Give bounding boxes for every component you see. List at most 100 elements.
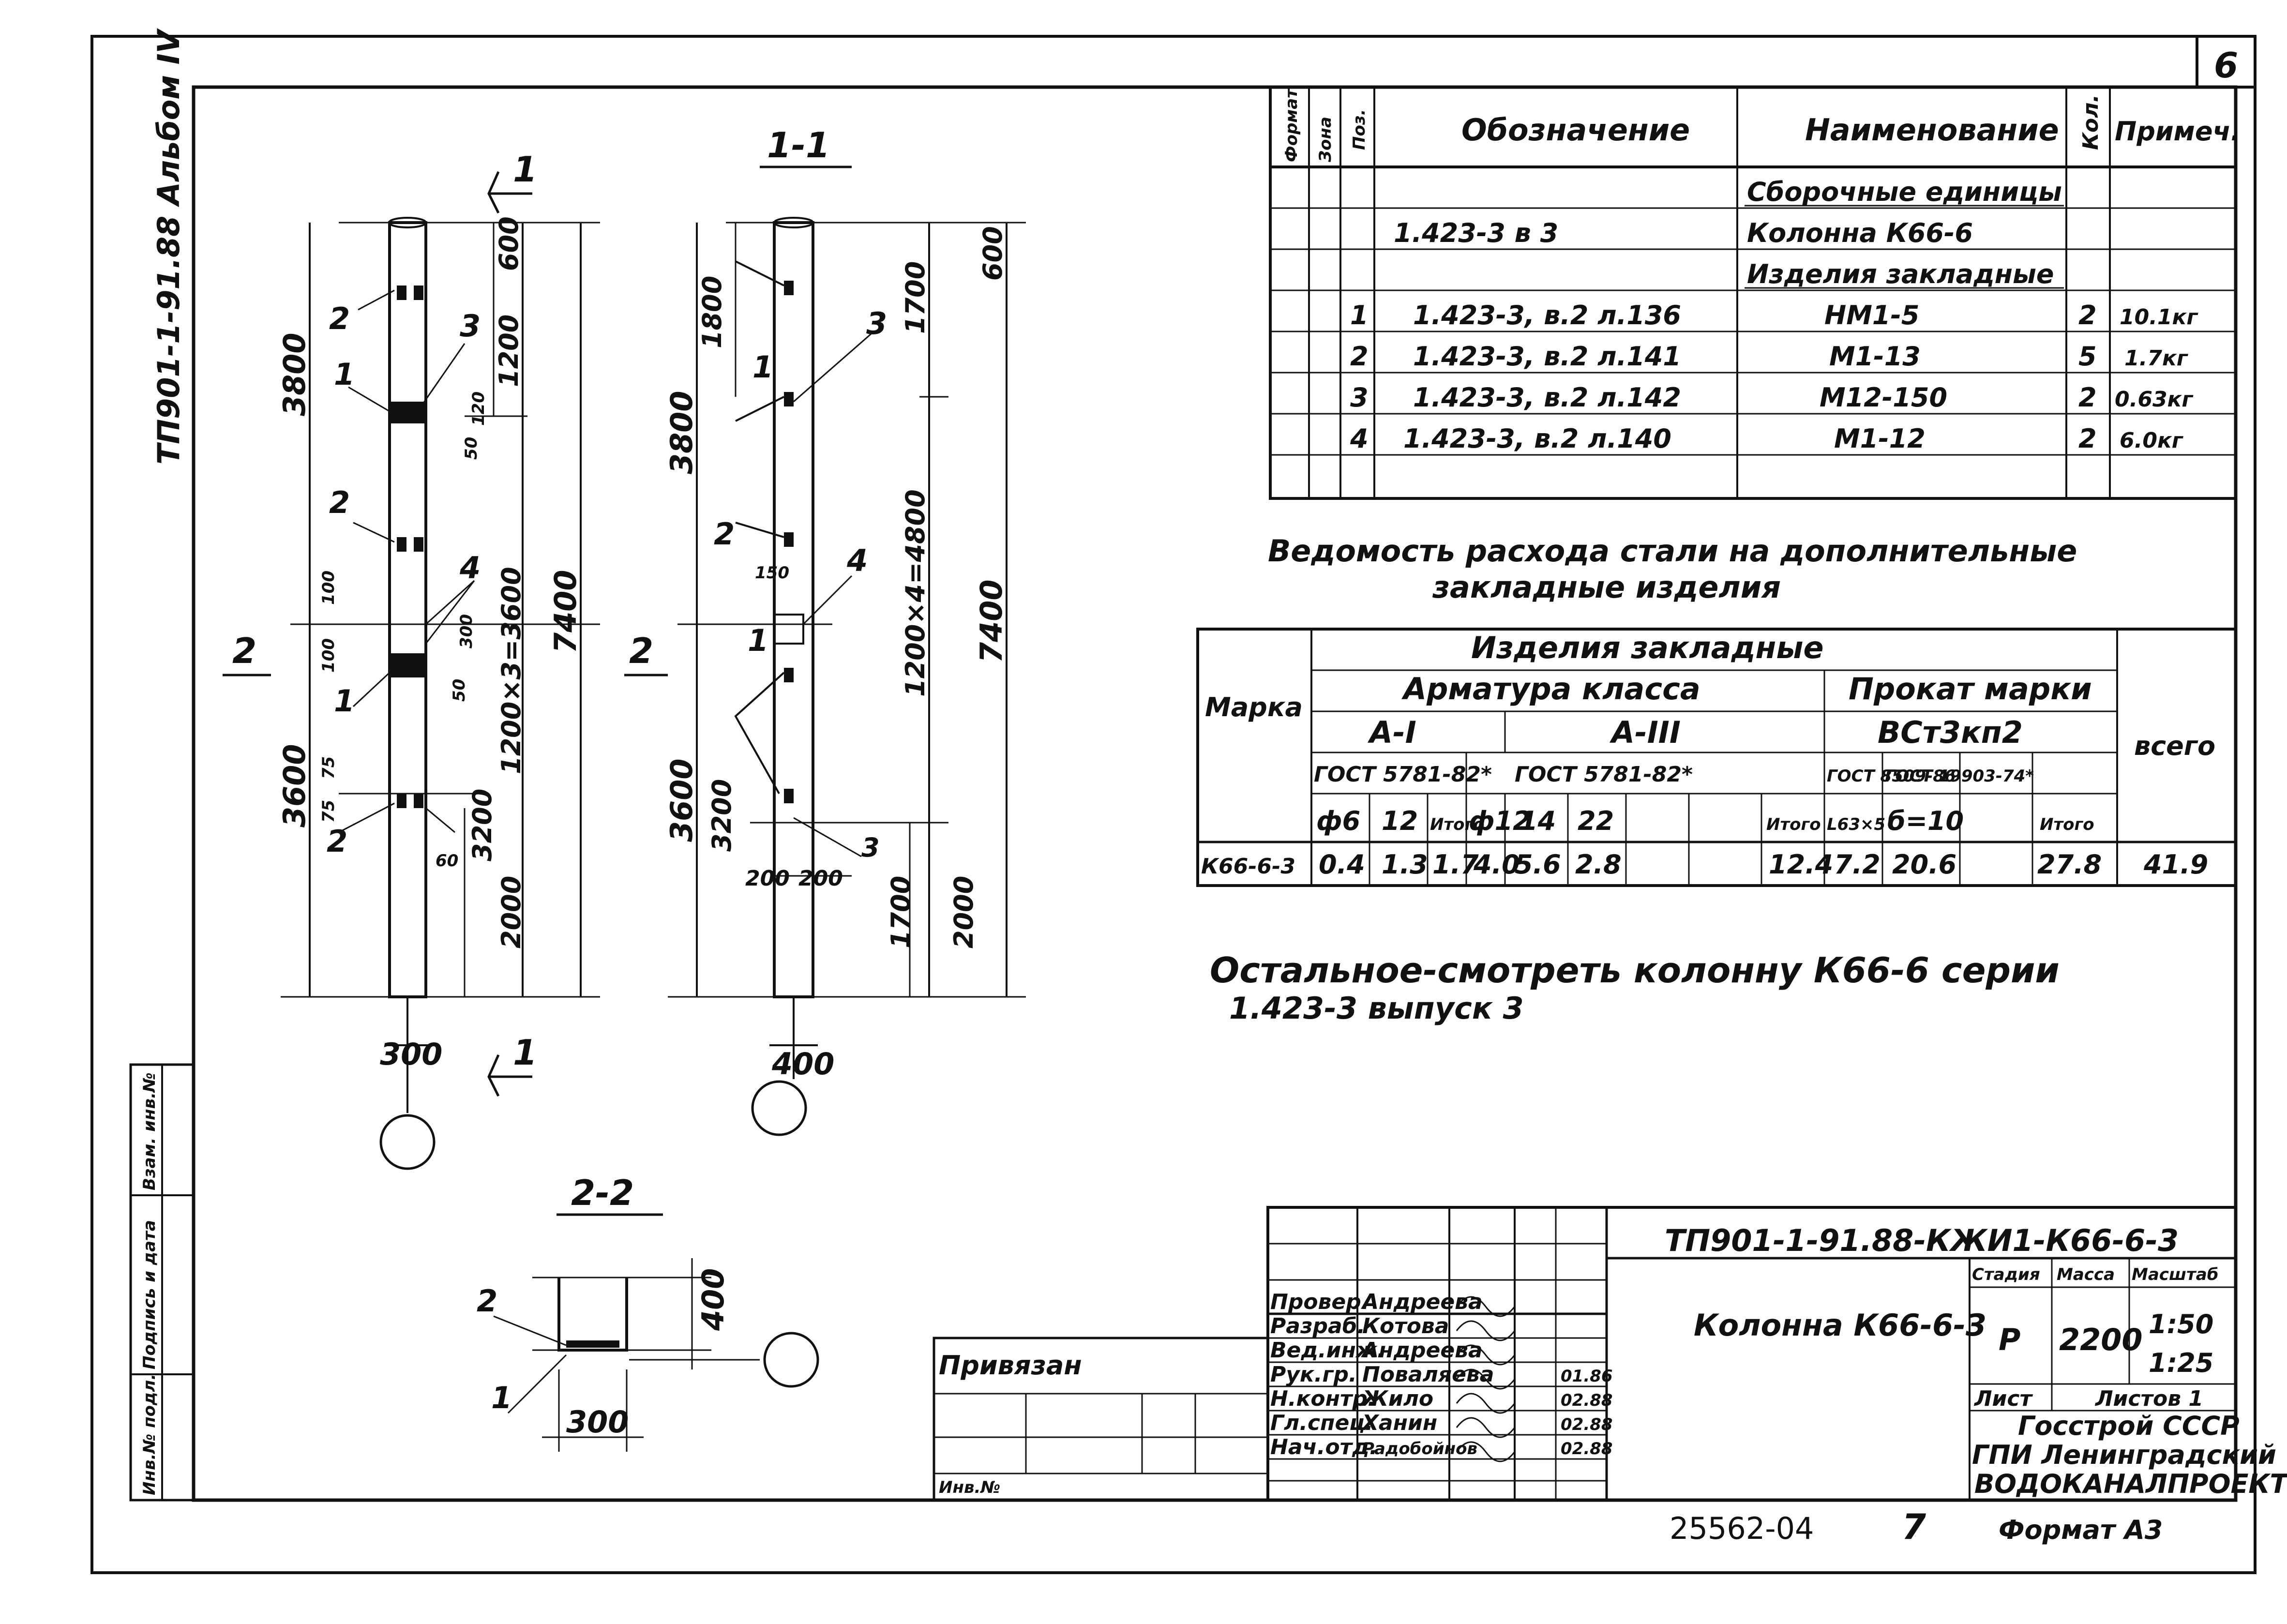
steel-marka: Марка (1205, 692, 1303, 722)
right-dim-200a: 200 (745, 866, 790, 891)
steel-sub-3: ф12 (1469, 806, 1531, 836)
right-dim-1700-bottom: 1700 (886, 876, 916, 948)
spec-h-format: Формат (1282, 88, 1301, 162)
steel-v7: 12.4 (1769, 849, 1833, 880)
axis-circle-right (751, 1080, 807, 1136)
spec-r4-designation: 1.423-3, в.2 л.141 (1413, 341, 1681, 372)
steel-prokat: Прокат марки (1849, 671, 2092, 707)
right-callout-2: 2 (714, 516, 735, 552)
spec-table: Формат Зона Поз. Обозначение Наименовани… (1269, 86, 2241, 500)
cut-2-left: 2 (232, 631, 256, 671)
tb-staff-0-name: Андреева (1361, 1290, 1483, 1314)
tb-staff-5-date: 02.88 (1561, 1415, 1613, 1434)
spec-r3-designation: 1.423-3, в.2 л.136 (1413, 300, 1681, 331)
steel-sub-4: 14 (1520, 806, 1556, 836)
left-callout-4: 4 (459, 550, 481, 586)
s22-dim-400: 400 (695, 1268, 731, 1331)
signature-2 (1456, 1320, 1516, 1341)
right-callout-3-low: 3 (861, 832, 880, 863)
steel-title-line2: закладные изделия (1432, 570, 1781, 605)
tb-code: ТП901-1-91.88-КЖИ1-К66-6-3 (1665, 1223, 2179, 1258)
steel-armatura: Арматура класса (1401, 671, 1700, 707)
s22-callout-2: 2 (477, 1283, 497, 1319)
tb-org1: Госстрой СССР (2018, 1411, 2240, 1441)
steel-v9: 20.6 (1892, 849, 1956, 880)
spec-r5-name: М12-150 (1820, 382, 1947, 413)
right-dim-3800: 3800 (664, 391, 699, 474)
left-dim-7400: 7400 (548, 570, 583, 653)
left-dim-50b: 50 (450, 679, 469, 702)
signature-1 (1456, 1296, 1516, 1317)
tb-staff-3-date: 01.86 (1561, 1367, 1613, 1386)
left-dim-600: 600 (494, 216, 524, 271)
spec-r0-name: Сборочные единицы (1747, 177, 2062, 207)
spec-r5-pos: 3 (1350, 382, 1369, 413)
left-dim-100b: 100 (319, 638, 338, 673)
footer-page: 7 (1902, 1506, 1926, 1547)
right-dim-7400: 7400 (974, 579, 1009, 663)
outer-frame (90, 35, 2257, 1574)
tb-stage-label: Стадия (1972, 1265, 2040, 1284)
tb-org3: ВОДОКАНАЛПРОЕКТ (1974, 1469, 2287, 1499)
section-2-2-title: 2-2 (571, 1173, 634, 1213)
spec-r4-note: 1.7кг (2124, 346, 2189, 371)
steel-gost-a3: ГОСТ 5781-82* (1515, 762, 1693, 787)
right-callout-1: 1 (752, 349, 773, 385)
steel-group: Изделия закладные (1471, 630, 1824, 665)
signature-6 (1456, 1417, 1516, 1438)
right-dim-3200: 3200 (707, 779, 737, 852)
steel-v1: 1.3 (1382, 849, 1428, 880)
cut-1-bottom: 1 (513, 1032, 537, 1073)
tb-scale2: 1:25 (2149, 1348, 2213, 1378)
left-dim-1200: 1200 (494, 315, 524, 387)
tb-staff-4-role: Н.контр. (1270, 1386, 1376, 1411)
steel-class-a1: А-I (1367, 715, 1416, 750)
footer-inv: 25562-04 (1670, 1511, 1814, 1546)
right-dim-1200x4: 1200×4=4800 (900, 489, 931, 697)
steel-table: Марка Изделия закладные Арматура класса … (1196, 628, 2237, 887)
signature-3 (1456, 1344, 1516, 1366)
left-callout-3: 3 (460, 308, 481, 344)
steel-v2: 1.7 (1432, 849, 1479, 880)
tb-staff-3-name: Поваляева (1362, 1362, 1494, 1387)
side-col-label-3: Взам. инв.№ (140, 1072, 159, 1190)
tb-staff-4-date: 02.88 (1561, 1391, 1613, 1410)
spec-r6-pos: 4 (1350, 423, 1369, 454)
spec-r5-note: 0.63кг (2115, 387, 2194, 412)
spec-r3-pos: 1 (1350, 300, 1369, 331)
right-dim-600: 600 (978, 226, 1008, 281)
tb-staff-5-role: Гл.спец. (1270, 1411, 1373, 1435)
spec-r4-qty: 5 (2078, 341, 2097, 372)
axis-circle-section (763, 1332, 819, 1388)
side-stamp: ТП901-1-91.88 Альбом IV (151, 28, 186, 465)
tb-object-name: Колонна К66-6-3 (1694, 1308, 1986, 1343)
tb-staff-1-role: Разраб. (1270, 1314, 1365, 1338)
tb-stage: Р (1999, 1322, 2020, 1357)
side-columns: Инв.№ подл. Подпись и дата Взам. инв.№ (129, 1063, 195, 1502)
steel-sub-2: Итого (1430, 815, 1485, 834)
tb-scale-label: Масштаб (2132, 1265, 2218, 1284)
left-dim-75b: 75 (319, 800, 338, 823)
inv-label: Инв.№ (939, 1478, 1000, 1497)
title-block: ТП901-1-91.88-КЖИ1-К66-6-3 Колонна К66-6… (1266, 1206, 2287, 1502)
left-callout-2-mid: 2 (329, 485, 350, 520)
left-callout-2-top: 2 (329, 301, 350, 336)
steel-sub-1: 12 (1382, 806, 1418, 836)
s22-dim-300: 300 (566, 1404, 629, 1440)
tb-org2: ГПИ Ленинградский (1972, 1440, 2276, 1470)
note-line2: 1.423-3 выпуск 3 (1229, 991, 1524, 1026)
left-dim-2000: 2000 (496, 876, 527, 948)
tb-staff-2-role: Вед.инж. (1270, 1338, 1385, 1363)
spec-h-zone: Зона (1316, 117, 1335, 163)
steel-row-mark: К66-6-3 (1201, 854, 1295, 879)
tb-staff-6-date: 02.88 (1561, 1439, 1613, 1459)
steel-class-a3: А-III (1609, 715, 1681, 750)
tb-staff-2-name: Андреева (1361, 1338, 1483, 1363)
left-callout-2-low: 2 (327, 824, 347, 859)
footer-format: Формат А3 (1999, 1515, 2163, 1545)
steel-sub-0: ф6 (1316, 806, 1360, 836)
tb-staff-4-name: Жило (1361, 1386, 1433, 1411)
section-2-2: 2-2 400 300 2 1 (477, 1173, 819, 1452)
tb-sheet-label: Лист (1973, 1386, 2033, 1411)
